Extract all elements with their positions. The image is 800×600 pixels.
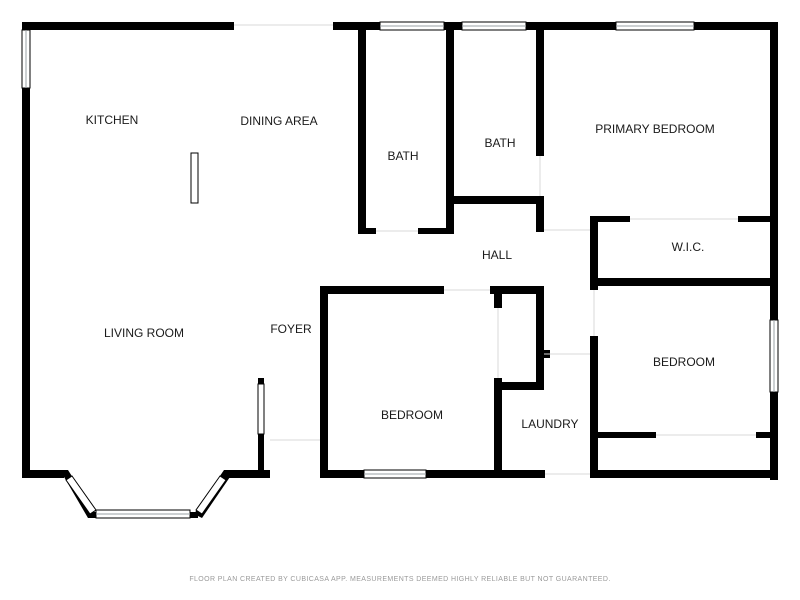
label-wic: W.I.C.	[672, 240, 705, 254]
kitchen-island	[190, 152, 199, 204]
bedroom-right-closet-b	[756, 432, 778, 438]
bay-wall-bottom-right	[188, 512, 198, 518]
top-wall-left	[22, 22, 234, 30]
window-bay-left	[65, 475, 97, 515]
label-hall: HALL	[482, 248, 512, 262]
closet-wall-right	[536, 286, 544, 388]
wic-wall-left	[590, 216, 598, 286]
bath2-wall-bottom	[446, 196, 542, 204]
label-foyer: FOYER	[270, 322, 312, 336]
label-living-room: LIVING ROOM	[104, 326, 184, 340]
window-bay-right	[195, 475, 227, 515]
bedroom-wall-top-a	[320, 286, 444, 294]
windows	[21, 21, 779, 519]
footer-disclaimer: FLOOR PLAN CREATED BY CUBICASA APP. MEAS…	[189, 576, 610, 583]
bottom-wall-center-a	[320, 470, 364, 478]
openings	[234, 24, 756, 475]
label-kitchen: KITCHEN	[86, 113, 139, 127]
label-bath-1: BATH	[387, 149, 418, 163]
label-bath-2: BATH	[484, 136, 515, 150]
bottom-wall-left-b	[224, 470, 270, 478]
bedroom-right-wall-left-b	[590, 336, 598, 478]
walls	[22, 22, 778, 518]
wic-wall-top-b	[738, 216, 778, 222]
wic-wall-bottom	[590, 278, 778, 286]
closet-wall-bottom	[494, 382, 544, 390]
right-wall	[770, 22, 778, 480]
label-primary-bedroom: PRIMARY BEDROOM	[595, 122, 715, 136]
room-labels: KITCHEN DINING AREA BATH BATH PRIMARY BE…	[86, 113, 715, 431]
bedroom-wall-right-a	[494, 286, 502, 308]
label-dining-area: DINING AREA	[240, 114, 317, 128]
bath1-wall-right	[446, 22, 454, 234]
bedroom-wall-left	[320, 286, 328, 478]
bottom-wall-right	[590, 470, 778, 478]
bay-wall-bottom-left	[88, 512, 98, 518]
label-bedroom-center: BEDROOM	[381, 408, 443, 422]
top-wall-center	[333, 22, 778, 30]
bedroom-right-closet-a	[590, 432, 656, 438]
bath1-wall-bottom-a	[358, 228, 376, 234]
label-laundry: LAUNDRY	[521, 417, 578, 431]
bath2-wall-right-bottom	[536, 196, 544, 232]
bedroom-right-wall-left-a	[590, 286, 598, 290]
bath2-wall-right-top	[536, 22, 544, 156]
window-foyer	[257, 383, 265, 435]
bath1-wall-bottom-b	[418, 228, 454, 234]
bedroom-wall-top-b	[490, 286, 544, 294]
label-bedroom-right: BEDROOM	[653, 355, 715, 369]
bath1-wall-left	[358, 22, 366, 234]
left-wall	[22, 22, 30, 478]
bottom-wall-left-a	[22, 470, 64, 478]
bottom-wall-center-b	[425, 470, 545, 478]
bedroom-wall-right-b	[494, 378, 502, 478]
wic-wall-top-a	[590, 216, 630, 222]
